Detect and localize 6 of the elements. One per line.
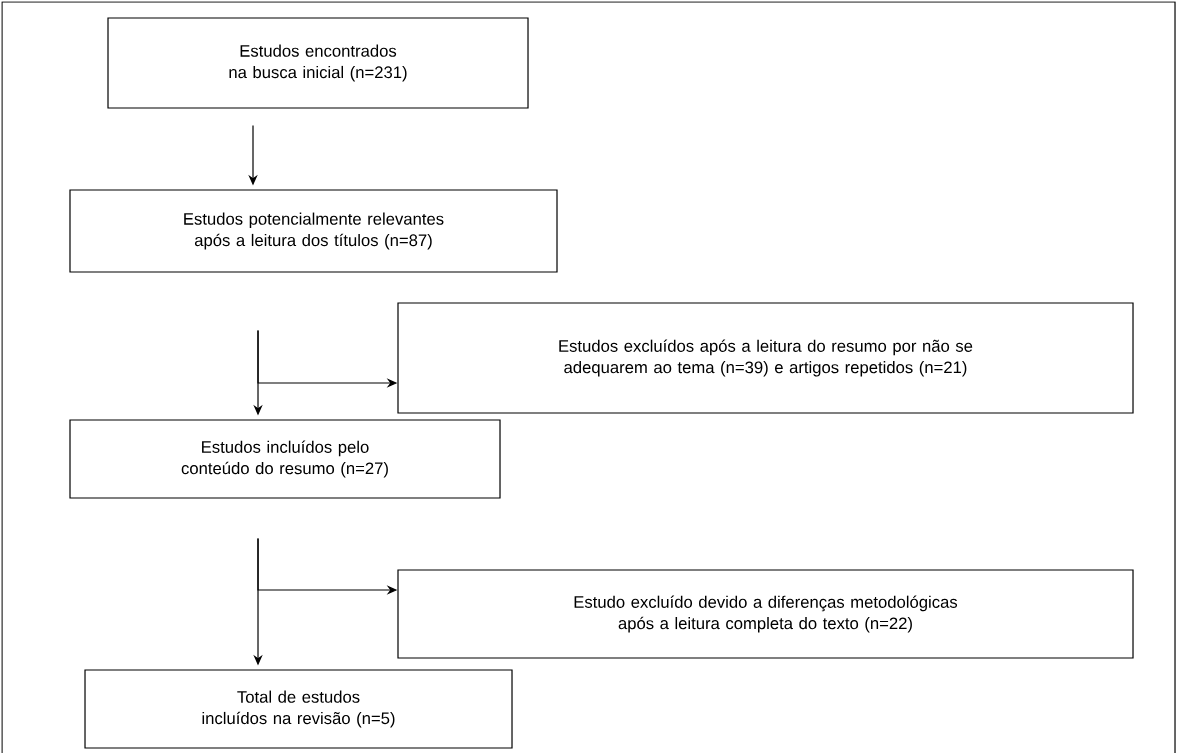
- process-box: Estudos excluídos após a leitura do resumo por não se adequarem ao tema (n=39) e artigos repetidos (n=21): [397, 302, 1134, 414]
- process-box: Estudos encontrados na busca inicial (n=231): [107, 17, 529, 109]
- process-box: Estudos incluídos pelo conteúdo do resumo (n=27): [69, 419, 501, 499]
- process-box: Total de estudos incluídos na revisão (n=5): [84, 669, 513, 749]
- process-box: Estudo excluído devido a diferenças metodológicas após a leitura completa do texto (n=22): [397, 569, 1134, 659]
- process-box: Estudos potencialmente relevantes após a leitura dos títulos (n=87): [69, 189, 558, 273]
